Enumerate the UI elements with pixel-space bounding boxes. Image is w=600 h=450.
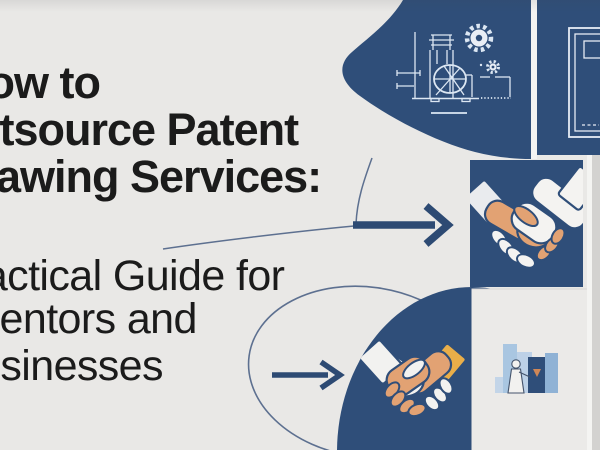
flow-arrow-right-top xyxy=(353,203,454,247)
panel-divider xyxy=(531,0,537,159)
patent-document-illustration xyxy=(568,27,600,138)
patent-blueprint-illustration xyxy=(396,23,511,114)
edge-shadow xyxy=(592,155,600,450)
machine-drawing xyxy=(396,32,511,114)
handshake-icon-secondary xyxy=(358,339,467,418)
headline-line-3: Drawing Services: xyxy=(0,151,322,202)
headline-line-2: Outsource Patent xyxy=(0,104,299,155)
presenter-figure xyxy=(507,359,531,394)
edge-highlight xyxy=(587,155,592,450)
chart-mark xyxy=(533,369,541,377)
handshake-icon-primary xyxy=(470,165,583,269)
subheadline-line-3: Businesses xyxy=(0,342,164,390)
top-shade xyxy=(0,0,600,12)
subheadline-line-2: Inventors and xyxy=(0,295,197,343)
decor-connector-line xyxy=(355,157,373,225)
gear-small-icon xyxy=(479,60,500,78)
gear-large-icon xyxy=(464,23,494,53)
flow-arrow-right-bottom xyxy=(272,359,345,391)
presenter-bar-chart-illustration xyxy=(495,344,558,394)
headline-line-1: How to xyxy=(0,57,101,108)
subheadline-line-1: A Practical Guide for xyxy=(0,252,285,300)
decor-swoosh-line xyxy=(162,225,355,250)
